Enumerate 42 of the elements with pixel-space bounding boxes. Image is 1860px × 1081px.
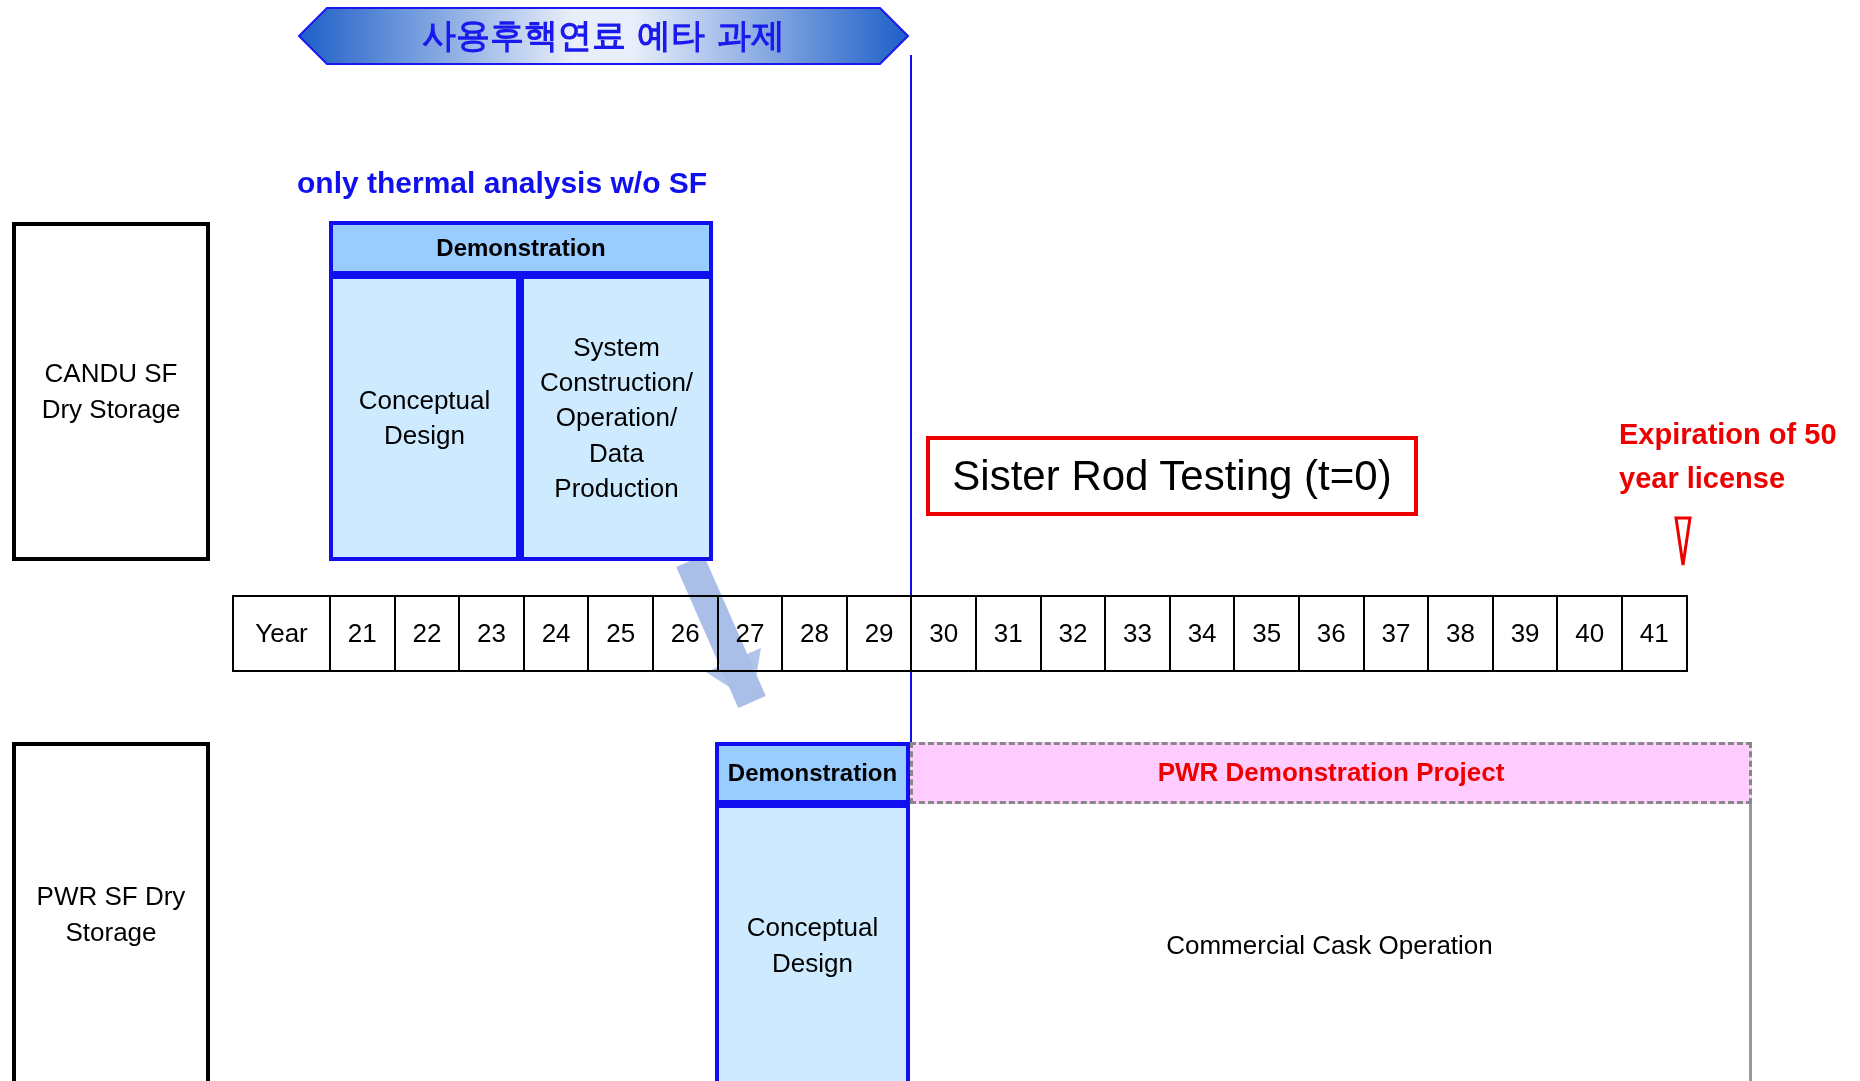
annotation: Expiration of 50 year license <box>1619 417 1838 496</box>
year-cell: 39 <box>1491 595 1559 672</box>
year-cell: 28 <box>781 595 848 672</box>
operation-area <box>910 804 1752 1081</box>
year-cell: 41 <box>1621 595 1688 672</box>
year-cell: 32 <box>1039 595 1107 672</box>
box-label: Conceptual Design <box>745 911 880 980</box>
title: 사용후핵연료 예타 과제 <box>420 14 787 57</box>
year-cell: Year <box>232 595 331 672</box>
box-label: PWR SF Dry Storage <box>35 880 187 949</box>
year-cell: 29 <box>845 595 913 672</box>
category-box <box>12 222 210 561</box>
year-cell: 31 <box>975 595 1042 672</box>
year-cell: 34 <box>1168 595 1236 672</box>
box-label: System Construction/ Operation/ Data Production <box>538 331 695 505</box>
year-cell: 23 <box>458 595 525 672</box>
year-cell: 27 <box>716 595 784 672</box>
box-label: Conceptual Design <box>357 383 492 452</box>
year-cell: 37 <box>1362 595 1430 672</box>
demonstration-panel <box>715 742 910 1081</box>
project-band <box>910 742 1752 804</box>
category-box <box>12 742 210 1081</box>
demonstration-panel <box>329 221 713 561</box>
header-band: Demonstration <box>333 225 709 275</box>
year-cell: 33 <box>1104 595 1171 672</box>
box-label: PWR Demonstration Project <box>1157 756 1505 790</box>
year-cell: 21 <box>329 595 396 672</box>
annotation: only thermal analysis w/o SF <box>297 166 708 200</box>
year-cell: 26 <box>652 595 719 672</box>
box-label: CANDU SF Dry Storage <box>40 357 182 426</box>
box-label: Commercial Cask Operation <box>1166 928 1493 962</box>
year-cell: 30 <box>910 595 977 672</box>
box-label: Sister Rod Testing (t=0) <box>952 450 1392 501</box>
year-cell: 22 <box>393 595 461 672</box>
header-band: Demonstration <box>719 746 906 804</box>
year-cell: 40 <box>1556 595 1623 672</box>
year-cell: 38 <box>1427 595 1494 672</box>
year-cell: 25 <box>587 595 654 672</box>
year-cell: 35 <box>1233 595 1300 672</box>
year-cell: 36 <box>1298 595 1365 672</box>
milestone-box <box>926 436 1418 516</box>
year-cell: 24 <box>522 595 590 672</box>
